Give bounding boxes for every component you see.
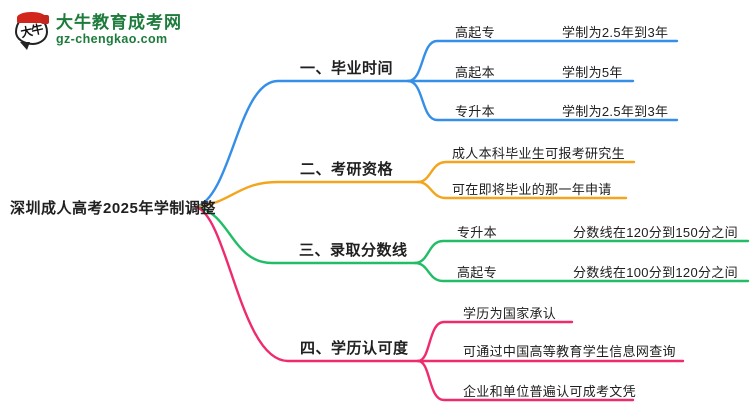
branch-1-child-1-value: 学制为2.5年到3年: [562, 25, 669, 40]
branch-1-child-1-label: 高起专: [455, 25, 495, 40]
logo-bubble-tail: [20, 42, 30, 50]
branch-2-child-1-text: 成人本科毕业生可报考研究生: [452, 146, 625, 161]
branch-3-child-1-value: 分数线在120分到150分之间: [573, 225, 738, 240]
branch-1-child-2-value: 学制为5年: [562, 65, 623, 80]
logo-hat-shape: [17, 12, 46, 23]
branch-4-label: 四、学历认可度: [300, 340, 409, 357]
branch-4-child-2-text: 可通过中国高等教育学生信息网查询: [463, 344, 676, 359]
branch-1-label: 一、毕业时间: [300, 60, 394, 77]
root-node: 深圳成人高考2025年学制调整: [10, 200, 216, 217]
logo-domain: gz-chengkao.com: [56, 32, 168, 46]
branch-1-child-3-label: 专升本: [455, 104, 495, 119]
branch-2-label: 二、考研资格: [300, 161, 394, 178]
logo-seal-icon: [41, 15, 49, 24]
branch-2-child-2-text: 可在即将毕业的那一年申请: [452, 182, 612, 197]
branch-1-child-3-value: 学制为2.5年到3年: [562, 104, 669, 119]
site-logo: 大牛 大牛教育成考网 gz-chengkao.com: [15, 12, 182, 50]
logo-bubble-icon: 大牛: [15, 12, 49, 50]
branch-3-label: 三、录取分数线: [299, 242, 408, 259]
logo-text-block: 大牛教育成考网 gz-chengkao.com: [56, 13, 182, 46]
branch-1-child-2-label: 高起本: [455, 65, 495, 80]
branch-4-child-3-text: 企业和单位普遍认可成考文凭: [463, 384, 636, 399]
logo-title: 大牛教育成考网: [56, 13, 182, 32]
branch-3-child-1-label: 专升本: [457, 225, 497, 240]
branch-3-child-2-label: 高起专: [457, 265, 497, 280]
branch-4-child-1-text: 学历为国家承认: [463, 306, 557, 321]
branch-3-child-2-value: 分数线在100分到120分之间: [573, 265, 738, 280]
